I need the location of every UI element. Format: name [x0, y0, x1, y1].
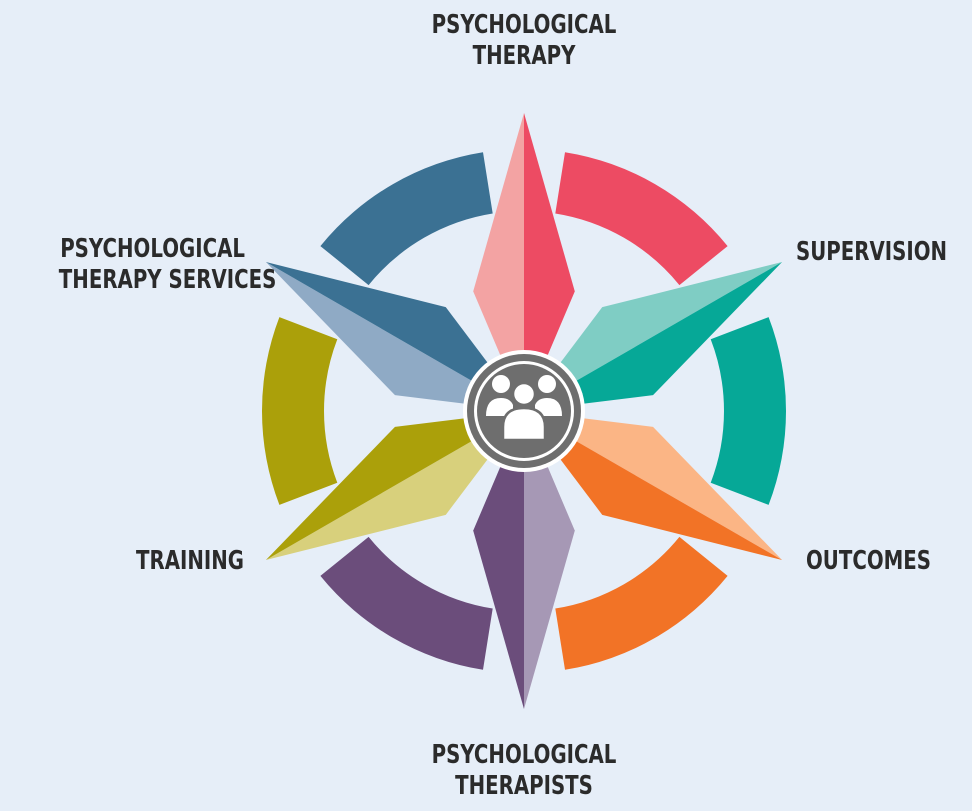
point-supervision — [524, 262, 783, 411]
point-training — [265, 411, 524, 560]
label-training: TRAINING — [136, 546, 244, 576]
arc-supervision — [710, 317, 787, 505]
arc-training — [261, 317, 338, 505]
arc-therapy — [555, 152, 728, 286]
arc-therapists — [320, 536, 493, 670]
label-psychological-therapy: PSYCHOLOGICAL THERAPY — [431, 10, 617, 71]
point-services — [265, 262, 524, 411]
label-outcomes: OUTCOMES — [806, 546, 932, 576]
center-hub — [463, 350, 585, 472]
point-outcomes — [524, 411, 783, 560]
arc-services — [320, 152, 493, 286]
label-psychological-therapists: PSYCHOLOGICAL THERAPISTS — [431, 740, 617, 801]
people-group-icon — [486, 375, 562, 442]
label-psychological-therapy-services: PSYCHOLOGICAL THERAPY SERVICES — [58, 234, 277, 295]
label-supervision: SUPERVISION — [796, 237, 948, 267]
arc-outcomes — [555, 536, 728, 670]
point-therapists — [473, 411, 575, 709]
point-therapy — [473, 113, 575, 411]
